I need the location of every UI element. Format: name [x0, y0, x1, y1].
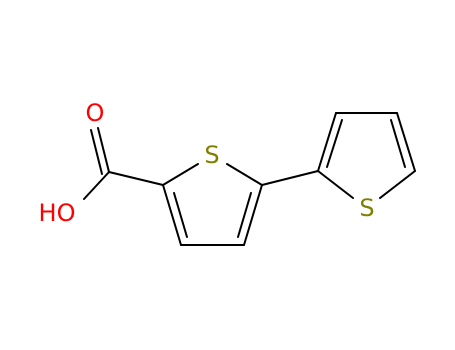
- bond-group: [83, 112, 416, 246]
- bond-c5-s1: [226, 163, 263, 186]
- bond-c4-c5: [243, 184, 263, 246]
- bond-c2-c3: [162, 184, 182, 246]
- bond-s1-c2: [162, 163, 199, 186]
- bond-c2-c3-double: [173, 192, 188, 238]
- bond-c2prime-c3prime: [317, 112, 337, 172]
- bond-c2-ccooh: [108, 171, 164, 186]
- bond-c4prime-c5prime-double: [390, 119, 406, 168]
- bond-c4-c5-double: [237, 192, 252, 238]
- bond-c4prime-c5prime: [396, 112, 416, 172]
- sulfur-atom-label: S: [359, 194, 374, 222]
- bond-c5-c2prime: [261, 170, 319, 186]
- bond-s2-c2prime: [317, 170, 354, 199]
- bond-ccooh-o-carbonyl-double: [90, 129, 103, 175]
- bond-c2prime-c3prime-double: [326, 119, 343, 168]
- bond-ccooh-o-hydroxyl: [83, 171, 110, 200]
- hydroxyl-group-label: HO: [39, 199, 76, 227]
- carbonyl-oxygen-label: O: [86, 99, 105, 127]
- bond-c5prime-s2: [379, 170, 416, 199]
- sulfur-atom-label: S: [204, 141, 219, 169]
- bond-ccooh-o-carbonyl: [97, 127, 110, 173]
